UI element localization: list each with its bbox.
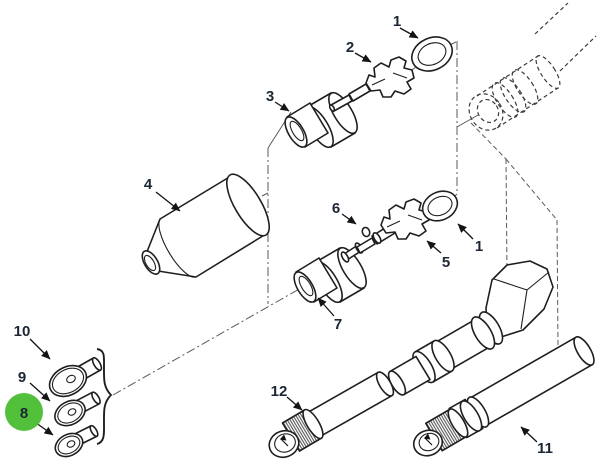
part-ring-1-top	[411, 36, 453, 72]
callout-label-4: 4	[144, 176, 153, 193]
part-valve-10	[48, 357, 103, 398]
tube11-muzzle-face	[412, 429, 444, 457]
spur-phantom	[456, 114, 479, 128]
callout-label-6: 6	[332, 200, 340, 217]
leader-1-top	[399, 27, 419, 39]
coupler2-stem	[348, 83, 371, 102]
callout-label-10: 10	[14, 323, 31, 340]
phantom-break-line-1	[534, 2, 569, 35]
leader-arrows	[29, 27, 538, 443]
coupler5-bead	[372, 232, 382, 244]
callout-label-3: 3	[266, 88, 274, 105]
phantom-break-line-2	[559, 35, 597, 72]
part4-rear-cap	[226, 173, 270, 237]
highlight-circle-8[interactable]	[5, 393, 43, 431]
callout-labels: 1 2 3 4 6 1 5 7 10 9 8 12 11	[5, 13, 553, 457]
phantom-face	[468, 93, 504, 131]
leader-3	[274, 101, 290, 112]
coupler-cross-plate	[365, 56, 415, 98]
projection-1	[470, 122, 507, 160]
projection-2	[505, 158, 508, 273]
callout-label-8[interactable]: 8	[20, 405, 28, 422]
callout-label-12: 12	[271, 383, 288, 400]
phantom-connector	[468, 2, 597, 131]
leader-1-mid	[457, 223, 474, 240]
callout-label-1-top: 1	[393, 13, 401, 30]
part-coupler-2	[328, 56, 415, 112]
callout-label-9: 9	[18, 369, 26, 386]
part-cylinder-4	[141, 173, 270, 278]
leader-6	[341, 213, 357, 225]
leader-10	[29, 338, 51, 360]
phantom-end	[535, 55, 561, 89]
tube12-muzzle-face	[268, 429, 300, 459]
part-tube-11	[412, 336, 595, 457]
part-ball-6	[361, 226, 371, 238]
leader-9	[29, 382, 51, 402]
callout-8-hotspot[interactable]: 8	[5, 393, 43, 431]
leader-5	[426, 240, 442, 254]
tube11-index-mark	[423, 433, 433, 446]
fold-spur-part4	[261, 192, 269, 197]
leader-12	[286, 396, 303, 411]
assembly-axis-lower	[112, 287, 302, 396]
coupler5-thin-shaft	[356, 237, 376, 254]
leader-11	[520, 426, 538, 443]
part4-seam	[158, 218, 196, 278]
callout-label-2: 2	[346, 39, 354, 56]
callout-label-11: 11	[537, 440, 553, 457]
callout-label-1-mid: 1	[475, 238, 483, 255]
projection-4	[556, 219, 559, 347]
callout-label-7: 7	[334, 316, 342, 333]
projection-3	[505, 158, 558, 221]
part-valve-8	[54, 424, 99, 458]
leader-4	[155, 191, 181, 212]
tube12-index-mark	[279, 434, 289, 447]
valve8-disc	[54, 432, 84, 458]
part-adapter-3	[284, 91, 358, 149]
part-coupler-5	[340, 198, 430, 263]
leader-7	[317, 297, 335, 317]
part-ring-1-mid	[421, 190, 459, 222]
part-tube-12	[268, 260, 554, 459]
leader-2	[354, 52, 372, 63]
part-valve-9	[54, 391, 101, 427]
group-brace	[96, 348, 113, 445]
callout-label-5: 5	[442, 254, 450, 271]
